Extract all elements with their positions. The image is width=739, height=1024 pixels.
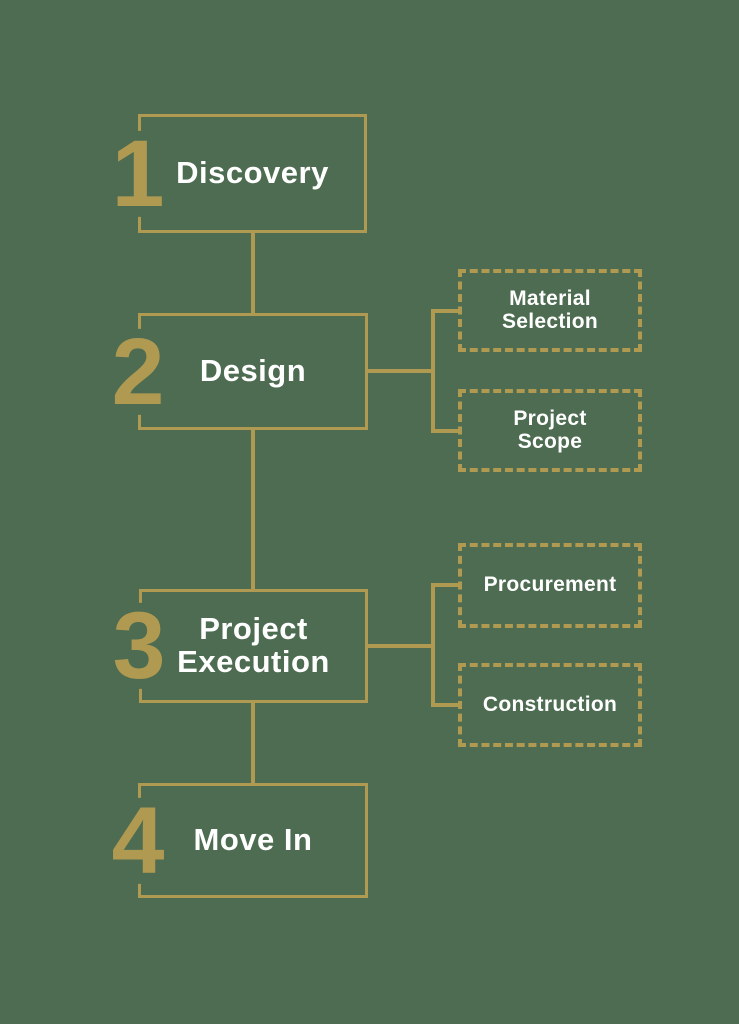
bracket-execution-vertical bbox=[431, 583, 435, 707]
sub-label-construction: Construction bbox=[482, 692, 618, 716]
connector-step1-step2 bbox=[251, 233, 255, 313]
step-number-1: 1 bbox=[106, 126, 170, 221]
sub-label-material-selection: Material Selection bbox=[501, 287, 599, 333]
connector-step2-step3 bbox=[251, 430, 255, 589]
sub-box-construction: Construction bbox=[458, 663, 642, 747]
step-number-4: 4 bbox=[106, 793, 170, 888]
step-box-discovery: 1 Discovery bbox=[106, 114, 367, 233]
step-label-discovery: Discovery bbox=[176, 155, 329, 191]
bracket-design-stub-top bbox=[431, 309, 458, 313]
step-label-design: Design bbox=[199, 353, 307, 389]
connector-step3-step4 bbox=[251, 703, 255, 783]
step-box-design: 2 Design bbox=[106, 313, 368, 430]
bracket-execution-stub-bottom bbox=[431, 703, 458, 707]
bracket-execution-main bbox=[367, 644, 433, 648]
sub-label-procurement: Procurement bbox=[483, 573, 617, 597]
step-label-move-in: Move In bbox=[193, 822, 313, 858]
sub-box-material-selection: Material Selection bbox=[458, 269, 642, 352]
sub-box-procurement: Procurement bbox=[458, 543, 642, 628]
bracket-execution-stub-top bbox=[431, 583, 458, 587]
step-box-project-execution: 3 Project Execution bbox=[107, 589, 368, 703]
step-number-3: 3 bbox=[107, 598, 171, 694]
step-number-2: 2 bbox=[106, 324, 170, 419]
bracket-design-stub-bottom bbox=[431, 429, 458, 433]
bracket-design-vertical bbox=[431, 309, 435, 433]
sub-label-project-scope: Project Scope bbox=[513, 407, 587, 453]
bracket-design-main bbox=[368, 369, 433, 373]
step-label-project-execution: Project Execution bbox=[177, 611, 330, 679]
sub-box-project-scope: Project Scope bbox=[458, 389, 642, 472]
step-box-move-in: 4 Move In bbox=[106, 783, 368, 898]
